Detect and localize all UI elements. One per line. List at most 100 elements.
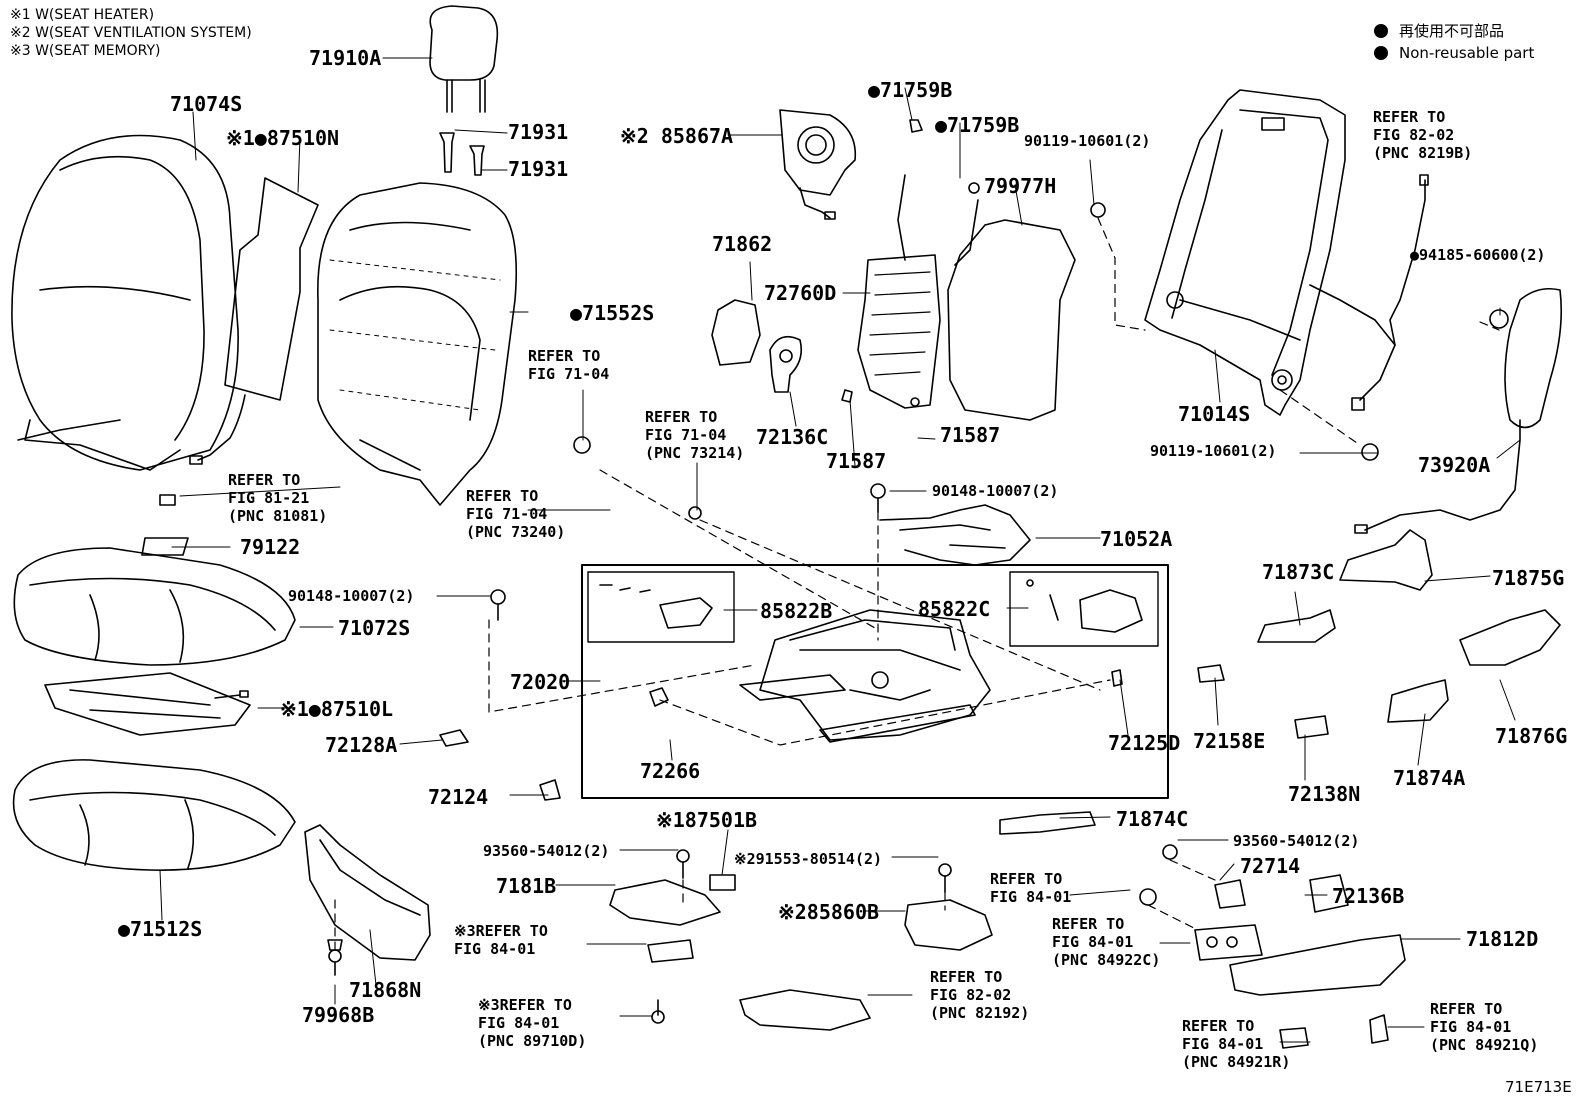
refer-line: FIG 84-01 bbox=[478, 1014, 560, 1032]
part-label-71552S: ●71552S bbox=[570, 301, 655, 325]
part-label-93560-right: 93560-54012(2) bbox=[1233, 832, 1360, 850]
part-label-72158E: 72158E bbox=[1193, 729, 1266, 753]
assembly-lines bbox=[334, 217, 1500, 951]
part-label-72125D: 72125D bbox=[1108, 731, 1181, 755]
part-label-85860B: ※285860B bbox=[778, 900, 880, 924]
part-label-72020: 72020 bbox=[510, 670, 571, 694]
lumbar-support-drawing bbox=[841, 119, 980, 409]
refer-line: FIG 84-01 bbox=[454, 940, 536, 958]
refer-fig-84-01-a[interactable]: ※3REFER TO FIG 84-01 bbox=[454, 922, 548, 958]
lower-center-parts-drawing bbox=[609, 874, 1406, 1049]
refer-fig-84-01-e[interactable]: REFER TO FIG 84-01 (PNC 84921R) bbox=[1182, 1017, 1290, 1071]
connector-79122-drawing bbox=[141, 537, 189, 556]
part-label-71014S: 71014S bbox=[1178, 402, 1251, 426]
part-label-291553: ※291553-80514(2) bbox=[734, 850, 883, 868]
variant-notes: ※1 W(SEAT HEATER) ※2 W(SEAT VENTILATION … bbox=[10, 6, 252, 60]
refer-line: FIG 71-04 bbox=[466, 505, 548, 523]
seat-adjuster-drawing bbox=[739, 609, 991, 743]
part-label-71868N: 71868N bbox=[349, 978, 422, 1002]
part-label-72138N: 72138N bbox=[1288, 782, 1361, 806]
refer-line: REFER TO bbox=[1052, 915, 1125, 933]
part-label-71931-upper: 71931 bbox=[508, 120, 569, 144]
seat-adjuster-group-box bbox=[581, 564, 1169, 799]
part-72125D-drawing bbox=[1111, 669, 1123, 687]
refer-line: FIG 82-02 bbox=[930, 986, 1012, 1004]
refer-line: REFER TO bbox=[466, 487, 539, 505]
part-label-71875G: 71875G bbox=[1492, 566, 1565, 590]
seat-heater-mat-drawing bbox=[44, 672, 251, 736]
part-label-72128A: 72128A bbox=[325, 733, 398, 757]
motor-85822C-box bbox=[1009, 571, 1159, 647]
vent-fan-drawing bbox=[779, 109, 857, 220]
refer-fig-84-01-c[interactable]: REFER TO FIG 84-01 bbox=[990, 870, 1071, 906]
lumbar-pad-drawing bbox=[947, 219, 1076, 421]
part-label-7181B: 7181B bbox=[496, 874, 557, 898]
refer-line: FIG 82-02 bbox=[1373, 126, 1455, 144]
refer-fig-82-02-bottom[interactable]: REFER TO FIG 82-02 (PNC 82192) bbox=[930, 968, 1029, 1022]
seatback-frame-drawing bbox=[1144, 89, 1346, 416]
part-label-93560-left: 93560-54012(2) bbox=[483, 842, 610, 860]
part-label-87510N: ※1●87510N bbox=[226, 126, 340, 150]
part-label-72136B: 72136B bbox=[1332, 884, 1405, 908]
refer-line: REFER TO bbox=[990, 870, 1063, 888]
refer-line: FIG 84-01 bbox=[990, 888, 1072, 906]
part-label-71052A: 71052A bbox=[1100, 527, 1173, 551]
recliner-cover-drawing bbox=[711, 299, 803, 393]
part-label-71931-lower: 71931 bbox=[508, 157, 569, 181]
refer-fig-84-01-f[interactable]: REFER TO FIG 84-01 (PNC 84921Q) bbox=[1430, 1000, 1538, 1054]
bolts bbox=[328, 202, 1379, 1024]
refer-fig-71-04-a[interactable]: REFER TO FIG 71-04 bbox=[528, 347, 609, 383]
note-seat-ventilation: ※2 W(SEAT VENTILATION SYSTEM) bbox=[10, 25, 252, 41]
refer-line: (PNC 8219B) bbox=[1373, 144, 1473, 162]
figure-code: 71E713E bbox=[1505, 1078, 1572, 1096]
refer-line: FIG 84-01 bbox=[1430, 1018, 1512, 1036]
part-label-71874C: 71874C bbox=[1116, 807, 1189, 831]
part-label-90119-upper: 90119-10601(2) bbox=[1024, 132, 1151, 150]
refer-line: FIG 71-04 bbox=[528, 365, 610, 383]
refer-line: (PNC 73214) bbox=[645, 444, 745, 462]
refer-fig-84-01-d[interactable]: REFER TO FIG 84-01 (PNC 84922C) bbox=[1052, 915, 1160, 969]
legend: 再使用不可部品 Non-reusable part bbox=[1374, 20, 1534, 64]
part-label-90148-mid: 90148-10007(2) bbox=[932, 482, 1059, 500]
refer-line: REFER TO bbox=[1430, 1000, 1503, 1018]
headrest-guides bbox=[439, 132, 485, 176]
refer-fig-84-01-b[interactable]: ※3REFER TO FIG 84-01 (PNC 89710D) bbox=[478, 996, 586, 1050]
refer-line: (PNC 84921Q) bbox=[1430, 1036, 1539, 1054]
part-label-85822B: 85822B bbox=[760, 599, 833, 623]
motor-85822B-box bbox=[587, 571, 735, 643]
refer-line: FIG 84-01 bbox=[1182, 1035, 1264, 1053]
connector-81081-drawing bbox=[159, 494, 176, 506]
part-label-73920A: 73920A bbox=[1418, 453, 1491, 477]
refer-line: REFER TO bbox=[1373, 108, 1446, 126]
refer-line: (PNC 82192) bbox=[930, 1004, 1030, 1022]
harness-71052A-drawing bbox=[879, 504, 1031, 566]
frame-wire-harness bbox=[1309, 174, 1563, 534]
part-label-71812D: 71812D bbox=[1466, 927, 1539, 951]
seatback-pad-drawing bbox=[317, 182, 517, 506]
refer-fig-82-02-top[interactable]: REFER TO FIG 82-02 (PNC 8219B) bbox=[1373, 108, 1472, 162]
part-label-90148-left: 90148-10007(2) bbox=[288, 587, 415, 605]
refer-fig-71-04-c[interactable]: REFER TO FIG 71-04 (PNC 73240) bbox=[466, 487, 565, 541]
part-label-71874A: 71874A bbox=[1393, 766, 1466, 790]
part-72266-drawing bbox=[649, 687, 669, 707]
part-72124-drawing bbox=[539, 779, 561, 801]
refer-fig-71-04-b[interactable]: REFER TO FIG 71-04 (PNC 73214) bbox=[645, 408, 744, 462]
part-label-71512S: ●71512S bbox=[118, 917, 203, 941]
refer-fig-81-21[interactable]: REFER TO FIG 81-21 (PNC 81081) bbox=[228, 471, 327, 525]
part-label-71074S: 71074S bbox=[170, 92, 243, 116]
refer-line: REFER TO bbox=[930, 968, 1003, 986]
part-label-85822C: 85822C bbox=[918, 597, 991, 621]
seat-cushion-cover-drawing bbox=[13, 547, 296, 666]
part-label-79977H: 79977H bbox=[984, 174, 1057, 198]
refer-line: (PNC 84921R) bbox=[1182, 1053, 1291, 1071]
part-label-71072S: 71072S bbox=[338, 616, 411, 640]
refer-line: (PNC 84922C) bbox=[1052, 951, 1161, 969]
part-label-72266: 72266 bbox=[640, 759, 701, 783]
refer-line: (PNC 81081) bbox=[228, 507, 328, 525]
refer-line: ※3REFER TO bbox=[454, 922, 548, 940]
refer-line: FIG 84-01 bbox=[1052, 933, 1134, 951]
part-label-79122: 79122 bbox=[240, 535, 301, 559]
non-reusable-dot-icon bbox=[1374, 24, 1388, 38]
note-seat-heater: ※1 W(SEAT HEATER) bbox=[10, 7, 155, 23]
